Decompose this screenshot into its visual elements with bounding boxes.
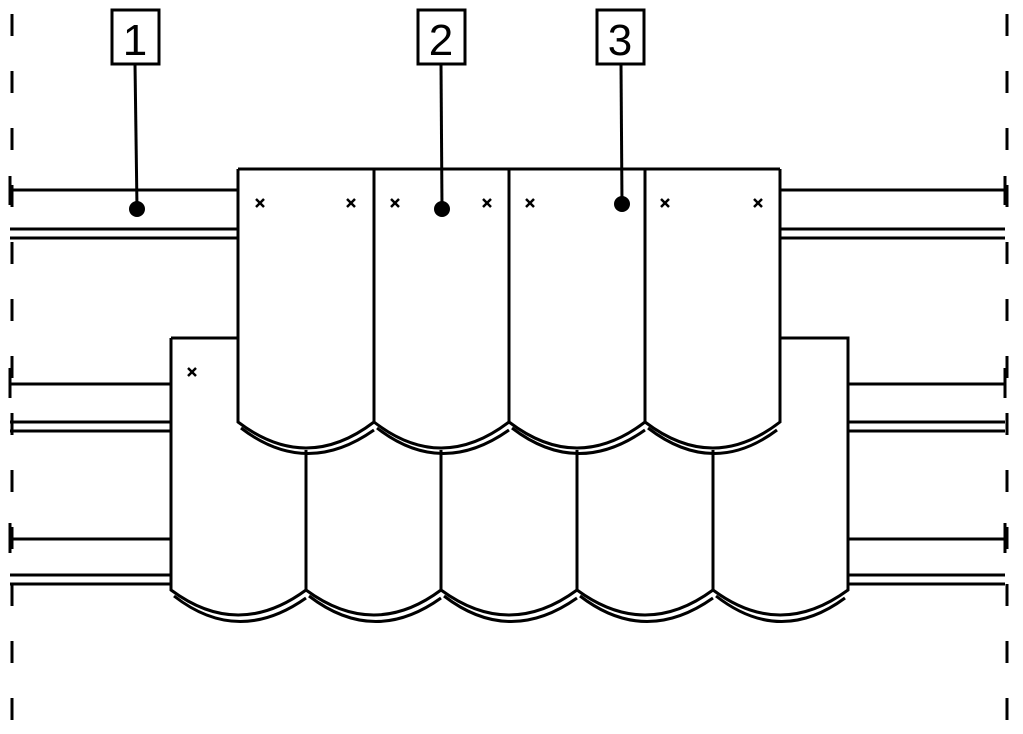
lower-course-tiles <box>169 336 850 623</box>
leader-dot-1 <box>129 201 145 217</box>
nail-marks <box>187 198 763 377</box>
nail-mark-icon <box>390 198 400 208</box>
callout-label-1: 1 <box>123 16 147 65</box>
leader-dot-3 <box>614 196 630 212</box>
upper-course-tiles <box>236 167 782 455</box>
callout-label-3: 3 <box>608 16 632 65</box>
nail-mark-icon <box>660 198 670 208</box>
leader-line-3 <box>619 63 624 205</box>
nail-mark-icon <box>753 198 763 208</box>
nail-mark-icon <box>346 198 356 208</box>
leader-line-1 <box>133 63 139 209</box>
leader-line-2 <box>439 63 444 209</box>
nail-mark-icon <box>187 367 197 377</box>
right-battens <box>780 176 1007 586</box>
leader-dot-2 <box>434 201 450 217</box>
nail-mark-icon <box>482 198 492 208</box>
callout-label-2: 2 <box>429 16 453 65</box>
left-battens <box>8 176 238 586</box>
callout-box-3 <box>595 8 646 66</box>
nail-mark-icon <box>255 198 265 208</box>
nail-mark-icon <box>525 198 535 208</box>
